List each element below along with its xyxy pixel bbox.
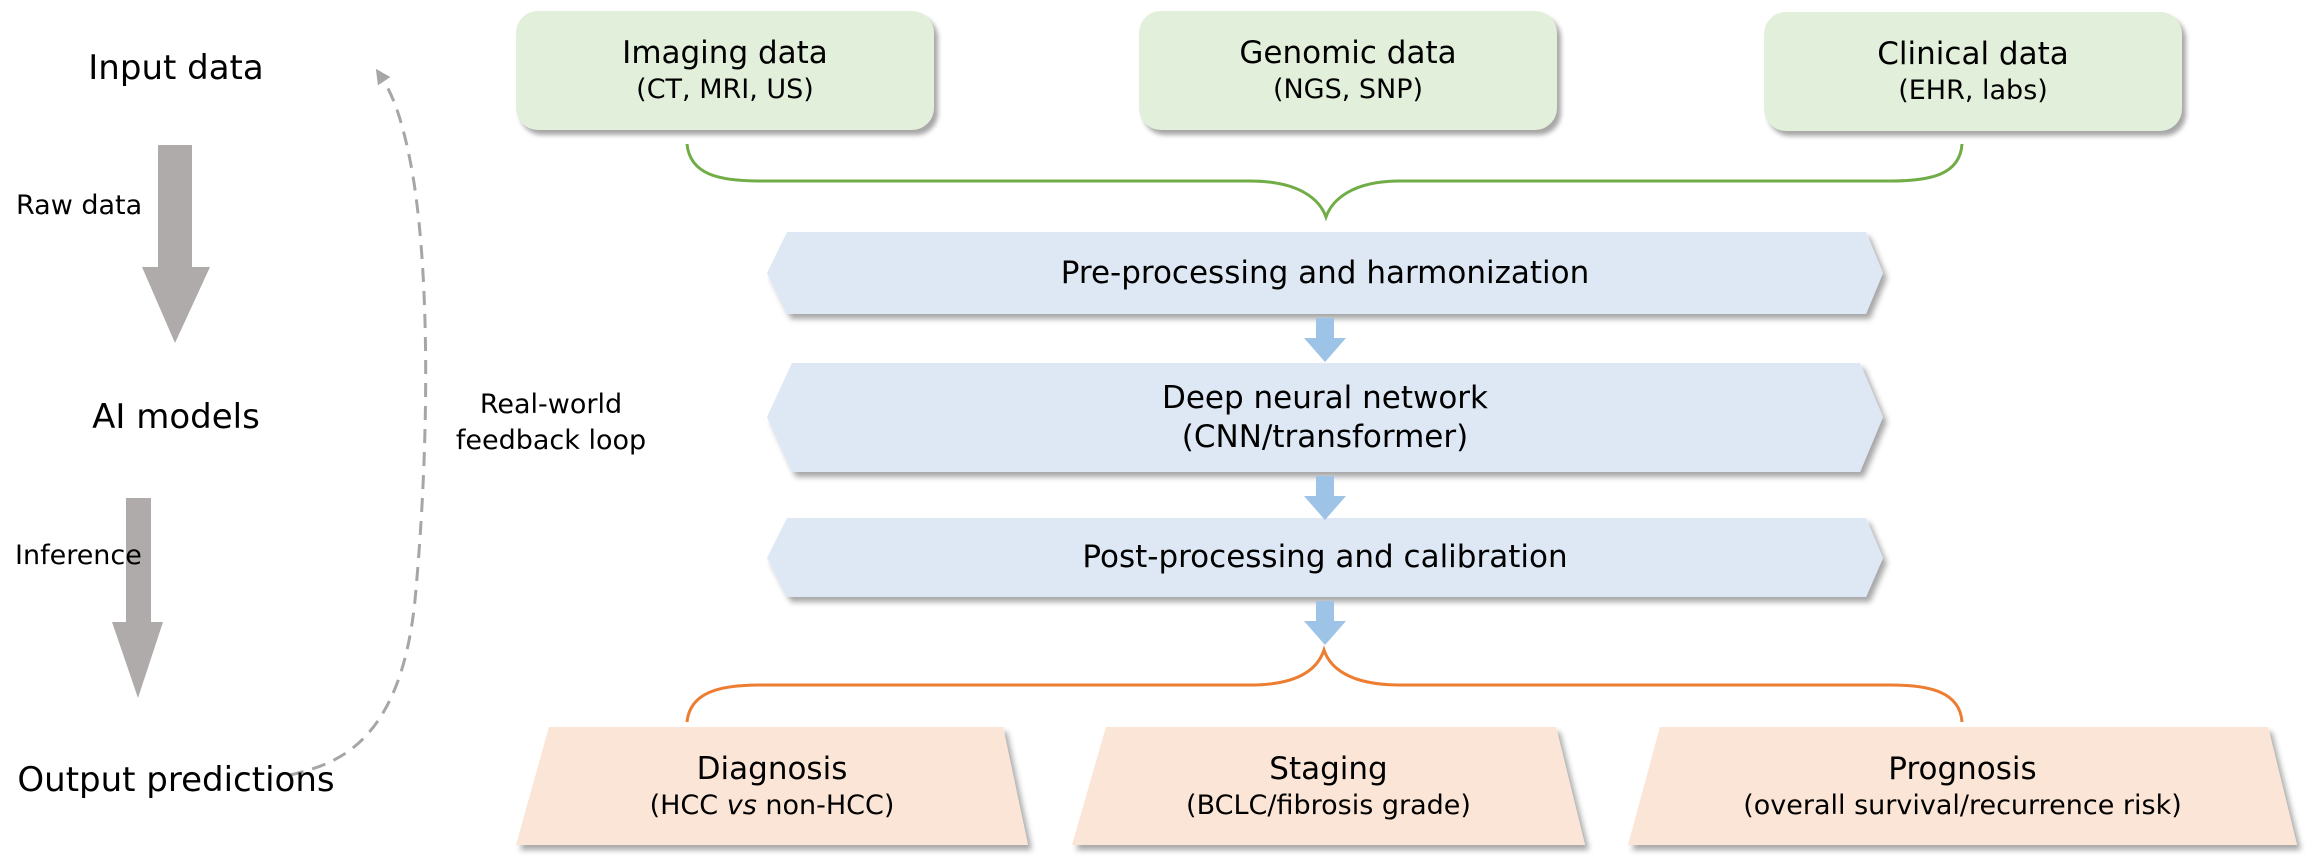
input-subtitle: (CT, MRI, US) (636, 74, 814, 105)
feedback-loop-line-1: Real-world (479, 389, 623, 420)
step-postprocessing: Post-processing and calibration (767, 518, 1883, 597)
input-title: Clinical data (1877, 36, 2069, 73)
output-subtitle: (BCLC/fibrosis grade) (1186, 789, 1471, 821)
step-title: Post-processing and calibration (1082, 539, 1568, 576)
preprocessing-shape (767, 232, 1883, 314)
prognosis-shape (1628, 727, 2297, 845)
output-title: Prognosis (1888, 750, 2037, 787)
step-preprocessing: Pre-processing and harmonization (767, 232, 1883, 314)
input-genomic-data: Genomic data (NGS, SNP) (1139, 11, 1557, 130)
feedback-loop-arrow (289, 68, 428, 777)
subtitle-part: (HCC (649, 789, 727, 821)
subtitle-part: non-HCC) (756, 789, 895, 821)
stage-ai-models: AI models (92, 397, 260, 437)
transition-inference: Inference (15, 540, 142, 571)
transition-raw-data: Raw data (16, 190, 143, 221)
pipeline-arrow-1 (1304, 318, 1346, 362)
pipeline-arrow-3 (1304, 601, 1346, 645)
step-deep-neural-network: Deep neural network (CNN/transformer) (767, 363, 1883, 472)
output-subtitle: (overall survival/recurrence risk) (1743, 789, 2182, 821)
feedback-loop-line-2: feedback loop (455, 425, 647, 457)
input-clinical-data: Clinical data (EHR, labs) (1764, 12, 2182, 131)
output-staging: Staging (BCLC/fibrosis grade) (1072, 727, 1585, 845)
output-diagnosis: Diagnosis (HCC vs non-HCC) (516, 727, 1028, 845)
step-title: Deep neural network (1161, 379, 1488, 416)
input-title: Genomic data (1239, 35, 1457, 72)
output-prognosis: Prognosis (overall survival/recurrence r… (1628, 727, 2297, 845)
step-title: Pre-processing and harmonization (1060, 254, 1590, 291)
output-title: Diagnosis (696, 750, 848, 787)
inference-arrow (112, 498, 163, 698)
input-imaging-data: Imaging data (CT, MRI, US) (516, 11, 934, 130)
raw-data-arrow (142, 145, 210, 343)
staging-shape (1072, 727, 1585, 845)
stage-input-data: Input data (88, 48, 264, 88)
feedback-loop-label: Real-world feedback loop (456, 387, 646, 460)
input-merge-brace (685, 143, 1964, 222)
input-title: Imaging data (622, 35, 828, 72)
postprocessing-shape (767, 518, 1883, 597)
output-title: Staging (1269, 750, 1388, 787)
diagnosis-shape (516, 727, 1028, 845)
output-split-brace (685, 645, 1964, 723)
pipeline-arrow-2 (1304, 476, 1346, 520)
step-subtitle: (CNN/transformer) (1181, 418, 1469, 455)
stage-output-predictions: Output predictions (17, 760, 335, 800)
input-subtitle: (EHR, labs) (1898, 75, 2048, 106)
subtitle-italic: vs (726, 789, 757, 821)
output-subtitle: (HCC vs non-HCC) (650, 789, 895, 823)
dnn-shape (767, 363, 1883, 472)
input-subtitle: (NGS, SNP) (1272, 74, 1424, 105)
